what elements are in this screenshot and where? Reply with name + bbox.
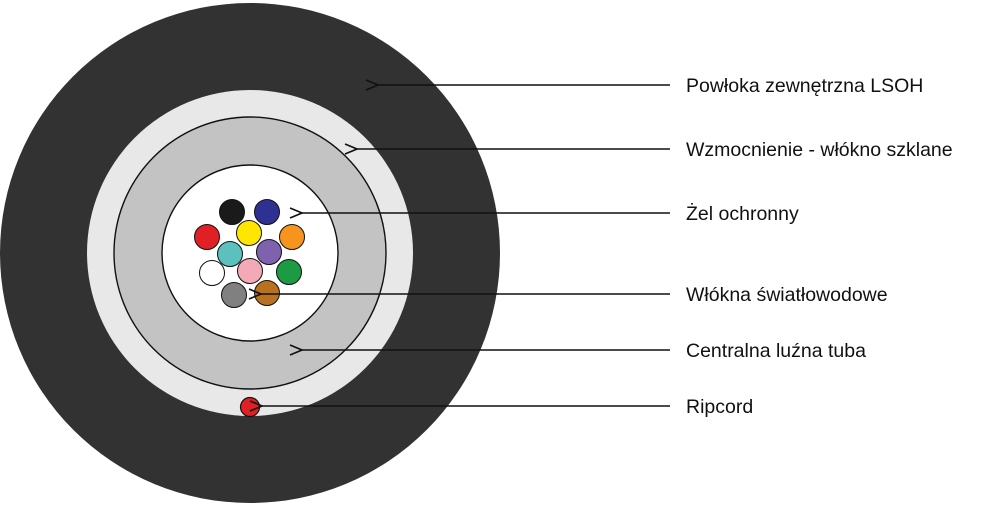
- strength-member-label: Wzmocnienie - włókno szklane: [686, 139, 953, 161]
- ripcord: [239, 396, 261, 418]
- fiber-violet: [256, 239, 282, 265]
- fiber-red: [194, 224, 220, 250]
- fiber-black: [219, 199, 245, 225]
- gel-layer: [161, 164, 339, 342]
- gel-label: Żel ochronny: [686, 202, 799, 225]
- fiber-aqua: [217, 241, 243, 267]
- fiber-rose: [237, 258, 263, 284]
- fiber-slate: [221, 282, 247, 308]
- fiber-white: [199, 260, 225, 286]
- outer-jacket-label: Powłoka zewnętrzna LSOH: [686, 75, 923, 97]
- fiber-green: [276, 259, 302, 285]
- fiber-orange: [279, 224, 305, 250]
- loose-tube-label: Centralna luźna tuba: [686, 340, 866, 362]
- optical-fibers-bundle: [194, 199, 305, 308]
- fiber-yellow: [236, 220, 262, 246]
- fiber-blue: [254, 199, 280, 225]
- ripcord-label: Ripcord: [686, 396, 753, 418]
- fibers-label: Włókna światłowodowe: [686, 284, 888, 306]
- fiber-brown: [254, 280, 280, 306]
